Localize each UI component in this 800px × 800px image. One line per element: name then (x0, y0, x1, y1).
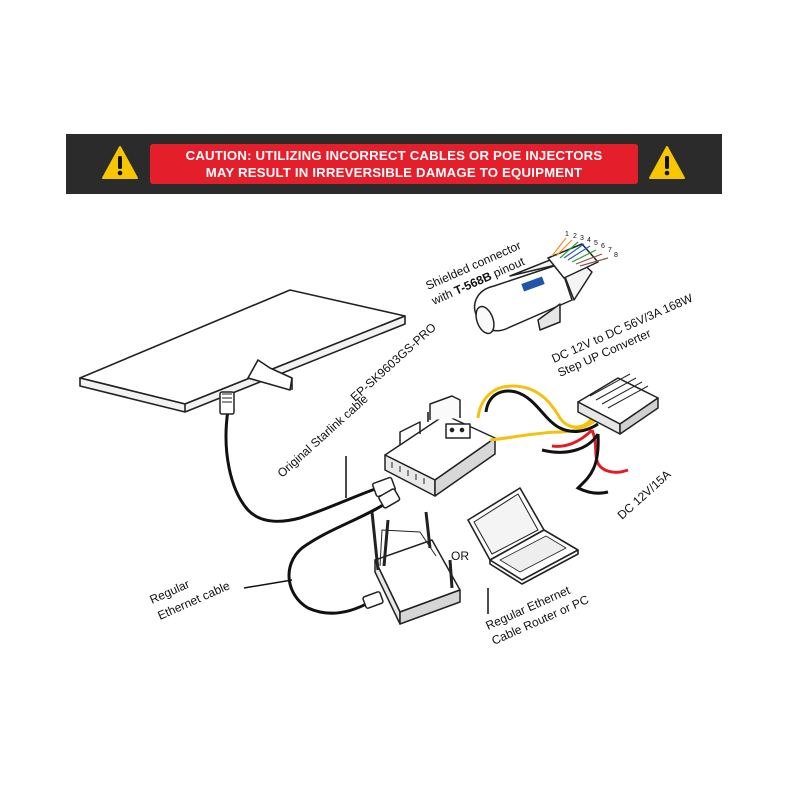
warning-triangle-icon (102, 146, 138, 179)
leader-lines (243, 412, 489, 614)
converter-label-line1: DC 12V to DC 56V/3A 168W (550, 291, 696, 366)
or-label: OR (451, 549, 469, 563)
caution-banner: CAUTION: UTILIZING INCORRECT CABLES OR P… (66, 134, 722, 194)
step-up-converter (577, 373, 659, 435)
pin-number: 2 (573, 233, 577, 240)
pin-number: 3 (580, 235, 584, 242)
pin-number: 7 (608, 247, 612, 254)
caution-line-1: CAUTION: UTILIZING INCORRECT CABLES OR P… (185, 148, 603, 163)
ethernet-cable (287, 488, 401, 615)
warning-triangle-icon (649, 146, 685, 179)
caution-line-2: MAY RESULT IN IRREVERSIBLE DAMAGE TO EQU… (205, 165, 583, 180)
pin-number: 8 (614, 252, 618, 259)
converter-output-wires (476, 384, 599, 442)
pin-number-labels: 1 2 3 4 5 6 7 8 (565, 231, 618, 259)
laptop (467, 487, 579, 585)
starlink-cable (219, 391, 396, 523)
pin-number: 4 (587, 237, 591, 244)
starlink-dish (79, 289, 406, 413)
pin-number: 1 (565, 231, 569, 238)
pin-number: 6 (601, 243, 605, 250)
caution-message-box: CAUTION: UTILIZING INCORRECT CABLES OR P… (150, 144, 638, 184)
starlink-cable-label: Original Starlink cable (275, 392, 371, 481)
dc-input-wires (541, 428, 629, 495)
pin-number: 5 (594, 240, 598, 247)
dc-input-label: DC 12V/15A (615, 467, 674, 522)
rj45-connector (473, 237, 609, 335)
router (370, 511, 461, 625)
